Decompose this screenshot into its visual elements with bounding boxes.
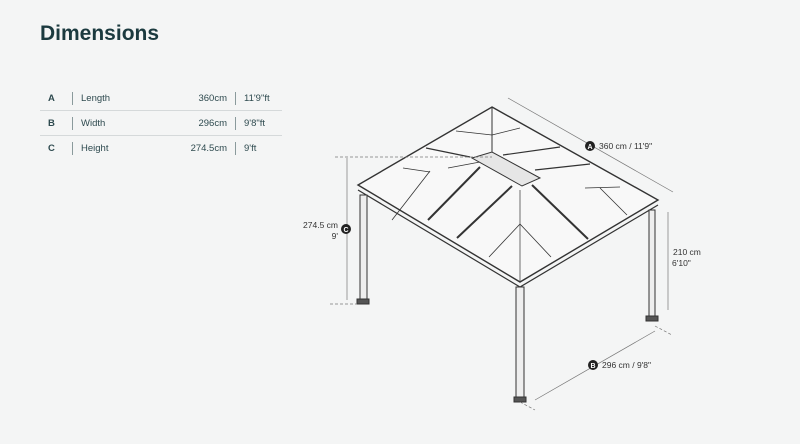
dimensions-table: A Length 360cm 11'9"ft B Width 296cm 9'8"ft C H… xyxy=(40,86,282,160)
svg-text:9': 9' xyxy=(332,231,339,241)
divider xyxy=(72,141,73,155)
table-row: C Height 274.5cm 9'ft xyxy=(40,136,282,160)
skylight xyxy=(470,151,542,187)
table-row: A Length 360cm 11'9"ft xyxy=(40,86,282,111)
row-key: A xyxy=(48,92,55,104)
row-key: C xyxy=(48,142,55,154)
leg-left xyxy=(359,194,368,303)
divider xyxy=(235,116,236,130)
label-c: C 274.5 cm 9' xyxy=(303,220,351,241)
svg-text:296 cm / 9'8": 296 cm / 9'8" xyxy=(602,360,651,370)
row-cm: 360cm xyxy=(198,92,227,104)
divider xyxy=(235,91,236,105)
row-label: Height xyxy=(81,142,109,154)
page-title: Dimensions xyxy=(40,22,160,45)
table-row: B Width 296cm 9'8"ft xyxy=(40,111,282,136)
leg-front xyxy=(515,286,525,401)
divider xyxy=(235,141,236,155)
svg-text:210 cm: 210 cm xyxy=(673,247,701,257)
svg-text:A: A xyxy=(587,144,592,151)
svg-text:C: C xyxy=(343,227,348,234)
roof xyxy=(356,106,660,283)
row-ft: 9'8"ft xyxy=(244,117,266,129)
divider xyxy=(72,91,73,105)
row-cm: 274.5cm xyxy=(190,142,227,154)
label-b: B 296 cm / 9'8" xyxy=(588,360,651,370)
divider xyxy=(72,116,73,130)
label-a: A 360 cm / 11'9" xyxy=(585,141,652,151)
svg-text:B: B xyxy=(590,363,595,370)
svg-text:274.5 cm: 274.5 cm xyxy=(303,220,338,230)
row-ft: 9'ft xyxy=(244,142,257,154)
row-cm: 296cm xyxy=(198,117,227,129)
row-key: B xyxy=(48,117,55,129)
gazebo-drawing xyxy=(356,106,660,403)
svg-text:360 cm / 11'9": 360 cm / 11'9" xyxy=(599,141,652,151)
leg-right xyxy=(648,209,656,321)
label-side-height: 210 cm 6'10" xyxy=(672,247,701,268)
svg-text:6'10": 6'10" xyxy=(672,258,691,268)
row-label: Length xyxy=(81,92,111,104)
row-ft: 11'9"ft xyxy=(244,92,270,104)
row-label: Width xyxy=(81,117,106,129)
